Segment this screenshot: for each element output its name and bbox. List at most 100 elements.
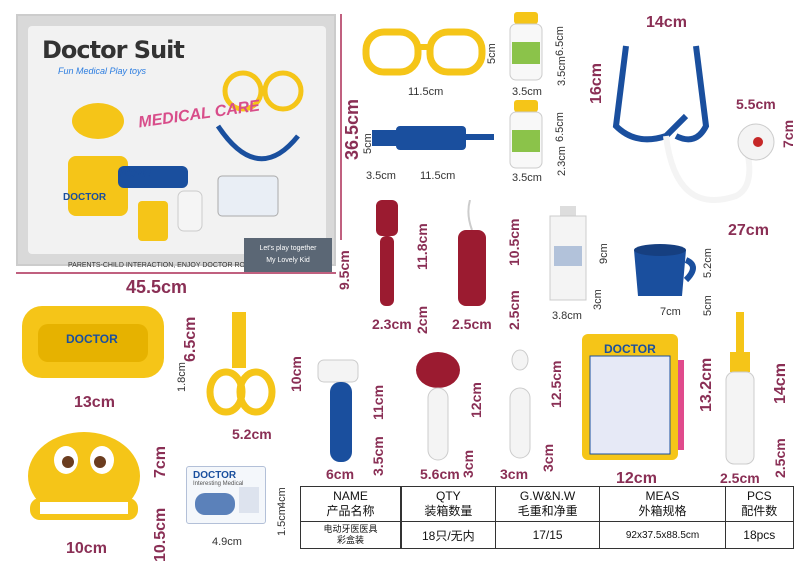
pcs-header: PCS 配件数 (724, 486, 795, 522)
box-bottom-text: PARENTS-CHILD INTERACTION, ENJOY DOCTOR … (68, 262, 273, 269)
play-tag-line1: Let's play together (259, 245, 317, 252)
bottle-1-item (509, 12, 543, 81)
mirror-depth-label: 3cm (460, 449, 476, 478)
stethoscope-height-label: 16cm (588, 63, 605, 104)
tube-height-label: 9cm (598, 243, 610, 264)
otoscope-item (317, 359, 359, 462)
box-contents-illustration (68, 70, 304, 241)
thermometer-height-label: 14cm (772, 363, 789, 404)
tube-depth-label: 3cm (592, 289, 604, 310)
new-badge: New! (118, 164, 152, 180)
pcs-header-en: PCS (746, 489, 772, 503)
teeth-model-item (28, 432, 140, 520)
toothbrush-item (376, 200, 398, 306)
id-card-subtitle: Interesting Medical (193, 481, 244, 487)
teeth-width-label: 10cm (66, 540, 107, 557)
name-header: NAME 产品名称 (300, 486, 401, 522)
mirror-height-label: 12cm (468, 382, 484, 418)
syringe-width-label: 11.5cm (420, 170, 456, 182)
spoon-item (509, 349, 531, 459)
stethoscope-length-label: 27cm (728, 222, 769, 239)
bottle-2-width-label: 3.5cm (512, 172, 542, 184)
tray-height-label: 6.5cm (182, 316, 199, 362)
box-doctor-label: DOCTOR (63, 192, 107, 203)
id-card-item: DOCTOR Interesting Medical (186, 466, 266, 524)
card-height-label: 4cm (276, 487, 288, 508)
weight-header-en: G.W&N.W (519, 489, 576, 503)
box-depth-label: 9.5cm (336, 250, 352, 290)
qty-header-cn: 装箱数量 (424, 504, 473, 518)
otoscope-height-label: 11cm (370, 384, 386, 420)
thermometer-depth-label: 2.5cm (772, 438, 788, 478)
stethoscope-width-label: 14cm (646, 14, 687, 31)
mirror-width-label: 5.6cm (420, 466, 460, 482)
id-card-stripe (195, 493, 235, 515)
bottle-1-width-label: 3.5cm (512, 86, 542, 98)
bottle-1-height-label: 6.5cm (554, 26, 566, 56)
glasses-item (362, 28, 486, 76)
spoon-width-label: 3cm (500, 466, 529, 482)
spoon-depth-label: 3cm (540, 443, 556, 472)
clipboard-height-label: 13.2cm (698, 357, 715, 412)
bottle-2-height-label: 6.5cm (554, 112, 566, 142)
qty-header-en: QTY (436, 489, 461, 503)
clipboard-width-label: 12cm (616, 470, 657, 487)
stethoscope-head-width-label: 5.5cm (736, 96, 776, 112)
weight-header-cn: 毛重和净重 (517, 504, 578, 518)
play-tag: Let's play together My Lovely Kid (244, 238, 332, 272)
dropper-item (458, 200, 486, 306)
clipboard-item (582, 334, 684, 460)
teeth-height-label: 7cm (152, 445, 169, 478)
name-value: 电动牙医医具 彩盒装 (300, 521, 401, 549)
syringe-height-label: 5cm (362, 133, 374, 154)
tube-item (549, 206, 587, 301)
dropper-depth-label: 2.5cm (506, 290, 522, 330)
syringe-item (372, 126, 494, 150)
thermometer-item (725, 312, 755, 465)
spoon-height-label: 12.5cm (548, 360, 564, 408)
meas-header-en: MEAS (645, 489, 680, 503)
cup-depth-label: 5cm (702, 295, 714, 316)
weight-header: G.W&N.W 毛重和净重 (494, 486, 601, 522)
cup-width-label: 7cm (660, 306, 681, 318)
thermometer-width-label: 2.5cm (720, 470, 760, 486)
box-window (28, 26, 326, 254)
toothbrush-width-label: 2.3cm (372, 316, 412, 332)
weight-value: 17/15 (494, 521, 601, 549)
pcs-value: 18pcs (724, 521, 795, 549)
product-box: Doctor Suit Fun Medical Play toys MEDICA… (16, 14, 336, 272)
cup-item (634, 244, 696, 296)
dropper-width-label: 2.5cm (452, 316, 492, 332)
name-value-line2: 彩盒装 (336, 535, 364, 545)
meas-value: 92x37.5x88.5cm (599, 521, 726, 549)
box-width-label: 45.5cm (126, 277, 188, 297)
otoscope-depth-label: 3.5cm (370, 436, 386, 476)
qty-header: QTY 装箱数量 (401, 486, 496, 522)
meas-header: MEAS 外箱规格 (599, 486, 726, 522)
box-height-line (340, 14, 342, 240)
tray-doctor-label: DOCTOR (66, 332, 118, 346)
qty-value: 18只/无内 (401, 521, 496, 549)
mirror-item (416, 352, 460, 461)
tray-item (22, 306, 164, 378)
name-value-line1: 电动牙医医具 (323, 524, 378, 534)
tube-width-label: 3.8cm (552, 310, 582, 322)
glasses-height-label: 5cm (486, 43, 498, 64)
tray-width-label: 13cm (74, 394, 115, 411)
bottle-2-item (509, 100, 543, 169)
toothbrush-depth-label: 2cm (414, 305, 430, 334)
dropper-height-label: 10.5cm (506, 218, 522, 266)
id-card-title: DOCTOR (193, 470, 237, 481)
pcs-header-cn: 配件数 (741, 504, 778, 518)
specs-header-row: NAME 产品名称 QTY 装箱数量 G.W&N.W 毛重和净重 MEAS 外箱… (300, 486, 795, 522)
toothbrush-height-label: 11.8cm (414, 223, 430, 270)
card-depth-label: 1.5cm (276, 506, 288, 536)
name-header-en: NAME (333, 489, 368, 503)
scissors-width-label: 5.2cm (232, 426, 272, 442)
cup-height-label: 5.2cm (702, 248, 714, 278)
specs-table: NAME 产品名称 QTY 装箱数量 G.W&N.W 毛重和净重 MEAS 外箱… (300, 486, 795, 549)
tray-depth-label: 1.8cm (176, 362, 188, 392)
play-tag-line2: My Lovely Kid (266, 257, 310, 264)
bottle-1-depth-label: 3.5cm (556, 56, 568, 86)
